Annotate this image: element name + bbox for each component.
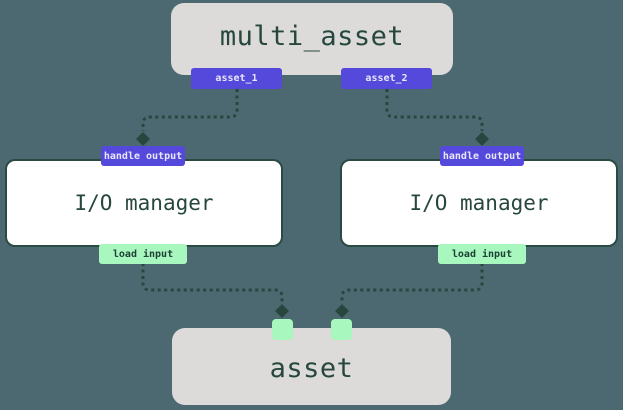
- output-badge-load-input-left: load input: [99, 244, 187, 264]
- edge-left-io-to-asset: [141, 263, 284, 304]
- input-badge-handle-output-right: handle output: [440, 146, 524, 166]
- node-asset: asset: [172, 328, 451, 405]
- asset-input-handle-1: [272, 319, 293, 340]
- node-io-manager-right: I/O manager: [340, 159, 618, 247]
- output-badge-load-input-right: load input: [438, 244, 526, 264]
- asset-input-handle-2: [331, 319, 352, 340]
- arrowhead-asset-input-2-icon: [335, 304, 349, 318]
- input-badge-handle-output-left: handle output: [101, 146, 185, 166]
- output-badge-asset-1: asset_1: [191, 68, 282, 89]
- arrowhead-asset-input-1-icon: [275, 304, 289, 318]
- io-manager-right-label: I/O manager: [409, 191, 549, 215]
- asset-label: asset: [269, 353, 354, 384]
- edge-asset2-to-right-io: [385, 89, 484, 131]
- output-badge-asset-2: asset_2: [341, 68, 432, 89]
- arrowhead-left-handle-output-icon: [136, 132, 150, 146]
- node-multi-asset: multi_asset: [171, 3, 453, 75]
- io-manager-left-label: I/O manager: [74, 191, 214, 215]
- multi-asset-label: multi_asset: [219, 20, 405, 52]
- arrowhead-right-handle-output-icon: [475, 132, 489, 146]
- node-io-manager-left: I/O manager: [5, 159, 283, 247]
- edge-asset1-to-left-io: [141, 89, 239, 131]
- edge-right-io-to-asset: [340, 263, 484, 304]
